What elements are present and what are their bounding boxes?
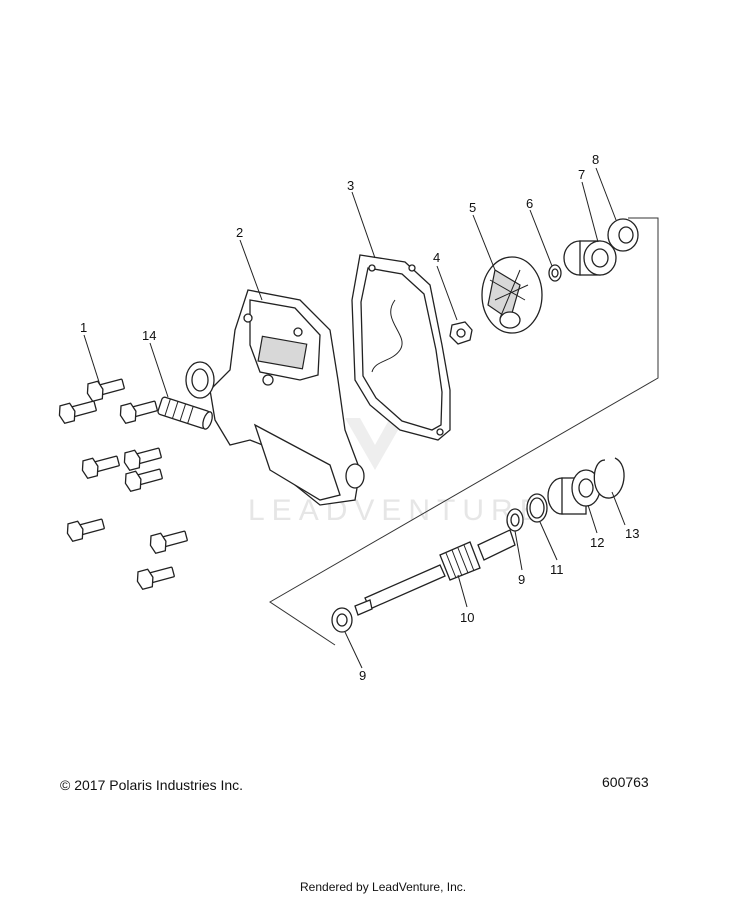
watermark-text: LEADVENTURE (248, 494, 547, 527)
callout-labels: 1 2 3 4 5 6 7 8 9 9 10 11 12 13 14 (80, 152, 639, 683)
callout-12: 12 (590, 535, 604, 550)
callout-11: 11 (550, 562, 564, 577)
bolt (149, 530, 188, 555)
bolt-group (58, 378, 188, 591)
bolt (124, 468, 163, 493)
watermark-logo: LEADVENTURE (248, 418, 547, 527)
diagram-number: 600763 (602, 774, 649, 790)
callout-4: 4 (433, 250, 440, 265)
bolt (123, 447, 162, 472)
callout-9-right: 9 (518, 572, 525, 587)
callout-13: 13 (625, 526, 639, 541)
seal-ring (607, 218, 639, 252)
shaft-bearing (547, 469, 601, 515)
gasket (351, 254, 451, 441)
pump-shaft (354, 529, 516, 616)
bolt (81, 455, 120, 480)
washer-small (548, 264, 562, 282)
bolt (86, 378, 125, 403)
bolt (66, 518, 105, 543)
callout-9-left: 9 (359, 668, 366, 683)
callout-10: 10 (460, 610, 474, 625)
impeller-nut (449, 321, 473, 345)
bolt (119, 400, 158, 425)
pump-seal (563, 240, 617, 276)
bolt (136, 566, 175, 591)
rendered-by-text: Rendered by LeadVenture, Inc. (300, 880, 466, 894)
shaft-washer-left (331, 607, 353, 633)
retaining-ring (593, 457, 625, 499)
hose-fitting (157, 396, 213, 430)
callout-3: 3 (347, 178, 354, 193)
assembly-frame (269, 217, 659, 646)
callout-6: 6 (526, 196, 533, 211)
bolt (58, 400, 97, 425)
callout-14: 14 (142, 328, 156, 343)
pump-housing (185, 289, 365, 506)
impeller (481, 256, 543, 334)
callout-8: 8 (592, 152, 599, 167)
callout-7: 7 (578, 167, 585, 182)
copyright-text: © 2017 Polaris Industries Inc. (60, 777, 243, 793)
leader-lines (83, 167, 626, 669)
o-ring (526, 493, 548, 523)
callout-1: 1 (80, 320, 87, 335)
callout-2: 2 (236, 225, 243, 240)
callout-5: 5 (469, 200, 476, 215)
shaft-washer-right (506, 508, 524, 532)
